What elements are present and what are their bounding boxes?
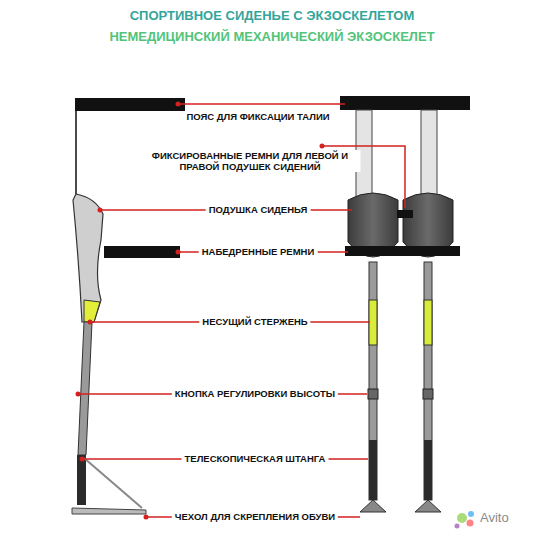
watermark-dot xyxy=(457,513,467,523)
part-label: НЕСУЩИЙ СТЕРЖЕНЬ xyxy=(199,316,310,327)
part-label: ТЕЛЕСКОПИЧЕСКАЯ ШТАНГА xyxy=(182,453,329,464)
shoe-cover xyxy=(360,500,386,512)
frame-strap xyxy=(421,110,437,202)
leader-line xyxy=(178,103,345,105)
support-pole xyxy=(415,262,441,512)
watermark: Avito xyxy=(477,510,512,526)
leader-dot xyxy=(88,320,93,325)
leader-lines xyxy=(78,104,405,517)
waist-belt xyxy=(340,96,470,110)
waist-belt xyxy=(75,98,185,111)
leader-dot xyxy=(176,102,181,107)
foot-brace xyxy=(84,458,142,508)
pole-highlight xyxy=(369,300,377,345)
thigh-strap xyxy=(104,246,180,258)
part-label: ПОЯС ДЛЯ ФИКСАЦИИ ТАЛИИ xyxy=(183,111,332,122)
leader-dot xyxy=(98,208,103,213)
pole-rod xyxy=(424,262,432,500)
diagram-subtitle: НЕМЕДИЦИНСКИЙ МЕХАНИЧЕСКИЙ ЭКЗОСКЕЛЕТ xyxy=(106,29,437,45)
thigh-strap xyxy=(345,246,460,256)
telescopic-bar xyxy=(77,455,86,505)
support-rod xyxy=(78,322,92,455)
leader-dot xyxy=(80,457,85,462)
leader-dot xyxy=(176,250,181,255)
leader-dot xyxy=(144,515,149,520)
leader-dot xyxy=(76,392,81,397)
watermark-icon xyxy=(455,511,475,529)
part-label: НАБЕДРЕННЫЕ РЕМНИ xyxy=(199,246,318,257)
shoe-cover xyxy=(415,500,441,512)
height-button xyxy=(423,389,433,399)
cushion-strap xyxy=(397,210,413,218)
watermark-dot xyxy=(468,511,474,517)
watermark-dot xyxy=(467,520,474,527)
pole-highlight xyxy=(424,300,432,345)
diagram-title: СПОРТИВНОЕ СИДЕНЬЕ С ЭКЗОСКЕЛЕТОМ xyxy=(127,8,418,24)
part-label: ЧЕХОЛ ДЛЯ СКРЕПЛЕНИЯ ОБУВИ xyxy=(172,511,338,522)
telescopic-bar xyxy=(369,440,377,500)
support-pole xyxy=(360,262,386,512)
leader-dot xyxy=(320,144,325,149)
shoe-cover xyxy=(72,508,146,514)
pole-rod xyxy=(369,262,377,500)
height-button xyxy=(368,389,378,399)
watermark-dot xyxy=(455,524,460,529)
rod-highlight xyxy=(84,300,100,322)
seat-cushion-side xyxy=(73,194,103,322)
part-label: ПОДУШКА СИДЕНЬЯ xyxy=(206,204,311,215)
part-label: КНОПКА РЕГУЛИРОВКИ ВЫСОТЫ xyxy=(172,388,338,399)
belt-frame xyxy=(75,111,77,194)
telescopic-bar xyxy=(424,440,432,500)
part-label: ФИКСИРОВАННЫЕ РЕМНИ ДЛЯ ЛЕВОЙ И ПРАВОЙ П… xyxy=(140,150,361,172)
